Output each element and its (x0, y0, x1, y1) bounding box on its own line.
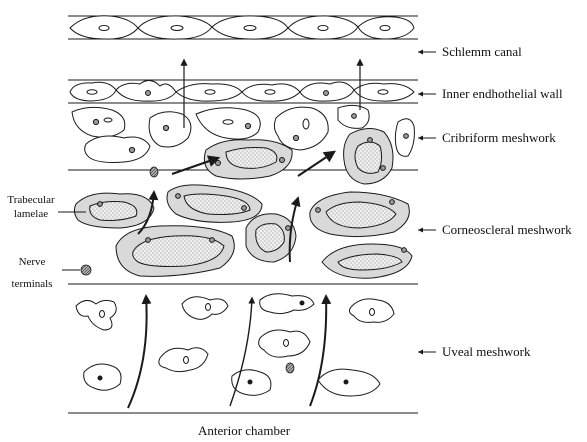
flow-arrow (298, 152, 334, 176)
nucleus (99, 26, 109, 31)
cribriform-cell (149, 112, 191, 147)
nucleus (216, 161, 221, 166)
label-nerve: Nerve (6, 256, 58, 270)
cribriform-cell (274, 107, 328, 150)
nucleus (176, 194, 181, 199)
nucleus (380, 26, 390, 31)
lamella-core (90, 202, 137, 221)
nucleus (402, 248, 407, 253)
nucleus (316, 208, 321, 213)
nucleus (390, 200, 395, 205)
label-terminals: terminals (6, 278, 58, 292)
nucleus (368, 138, 373, 143)
label-cribriform-meshwork: Cribriform meshwork (442, 131, 556, 144)
nucleus (370, 309, 375, 316)
flow-arrow (128, 296, 147, 408)
nucleus (284, 340, 289, 347)
nucleus (104, 118, 112, 122)
nucleus (293, 135, 298, 140)
label-inner-endothelial-wall: Inner endhothelial wall (442, 87, 563, 100)
uveal-cell (318, 369, 380, 396)
corneoscleral-lamellae (74, 185, 412, 278)
nucleus (87, 90, 97, 94)
flow-arrow (310, 296, 326, 406)
label-schlemm-canal: Schlemm canal (442, 45, 522, 58)
nucleus (98, 202, 103, 207)
nucleus (265, 90, 275, 94)
nucleus (248, 380, 252, 384)
nucleus (100, 311, 105, 318)
uveal-cell (260, 294, 314, 314)
nerve-terminal (286, 363, 294, 373)
nucleus (244, 26, 256, 31)
nerve-terminal (81, 265, 91, 275)
nucleus (344, 380, 348, 384)
nucleus (242, 206, 247, 211)
nucleus (129, 147, 134, 152)
label-corneoscleral-meshwork: Corneoscleral meshwork (442, 223, 572, 236)
nerve-terminal (150, 167, 158, 177)
nucleus (223, 120, 233, 124)
label-trabecular-lamelae: Trabecular lamelae (4, 194, 58, 222)
nucleus (303, 119, 309, 129)
nucleus (206, 304, 211, 311)
nucleus (184, 357, 189, 364)
label-anterior-chamber: Anterior chamber (198, 424, 290, 437)
lamella-core (226, 148, 277, 169)
nucleus (146, 91, 151, 96)
nucleus (404, 134, 409, 139)
nucleus (318, 26, 328, 31)
label-uveal-meshwork: Uveal meshwork (442, 345, 530, 358)
nucleus (352, 114, 357, 119)
nucleus (163, 125, 168, 130)
nucleus (210, 238, 215, 243)
schlemm-canal-cells (70, 16, 414, 39)
nucleus (378, 90, 388, 94)
nucleus (381, 166, 386, 171)
nucleus (280, 158, 285, 163)
nucleus (98, 376, 102, 380)
nucleus (245, 123, 250, 128)
uveal-cell (84, 364, 121, 390)
nucleus (146, 238, 151, 243)
nucleus (205, 90, 215, 94)
nucleus (286, 226, 291, 231)
uveal-cells (76, 294, 394, 396)
uveal-cell (76, 300, 116, 330)
nucleus (324, 91, 329, 96)
cribriform-cell (85, 136, 150, 163)
lamella-core (355, 142, 382, 173)
inner-endothelial-cells (70, 80, 414, 101)
nucleus (171, 26, 183, 31)
nucleus (93, 119, 98, 124)
nucleus (300, 301, 304, 305)
uveal-cell (182, 297, 228, 320)
